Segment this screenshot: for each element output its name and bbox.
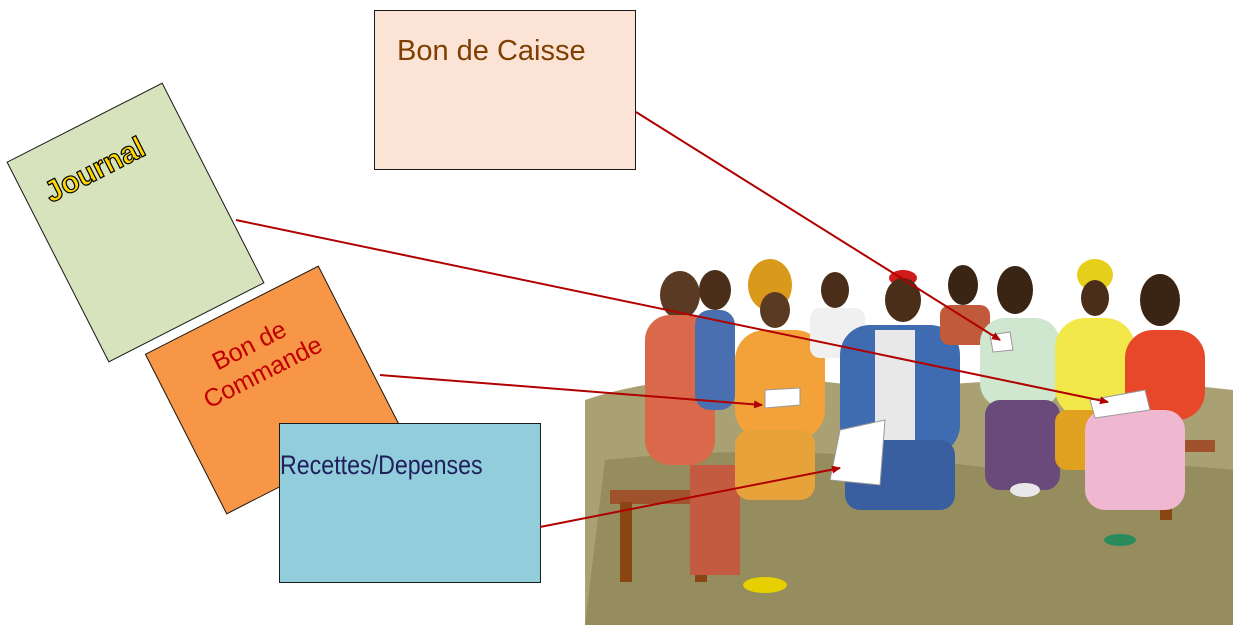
- group-meeting-illustration: [585, 259, 1233, 625]
- recettes-depenses-card: Recettes/Depenses: [279, 423, 541, 583]
- journal-label: Journal: [39, 130, 152, 210]
- bon-de-caisse-label: Bon de Caisse: [397, 35, 586, 67]
- bon-de-caisse-card: Bon de Caisse: [374, 10, 636, 170]
- recettes-depenses-label: Recettes/Depenses: [280, 450, 483, 480]
